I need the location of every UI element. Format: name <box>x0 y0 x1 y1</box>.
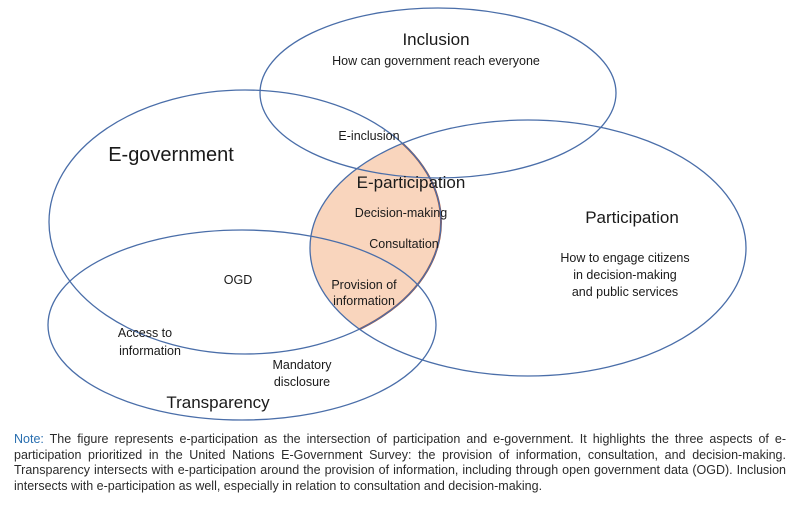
access-label-line-1: Access to <box>118 326 172 340</box>
access-label-line-2: information <box>119 344 181 358</box>
decision-making-label: Decision-making <box>355 206 447 220</box>
note-text: The figure represents e-participation as… <box>14 432 786 493</box>
participation-desc-line-2: in decision-making <box>573 268 677 282</box>
inclusion-subtitle: How can government reach everyone <box>332 54 540 68</box>
provision-label-line-2: information <box>333 294 395 308</box>
e-government-circle <box>48 89 442 355</box>
mandatory-label-line-2: disclosure <box>274 375 330 389</box>
e-inclusion-label: E-inclusion <box>338 129 399 143</box>
mandatory-label-line-1: Mandatory <box>272 358 332 372</box>
inclusion-title: Inclusion <box>402 30 469 49</box>
e-participation-label: E-participation <box>357 173 466 192</box>
transparency-circle <box>47 229 437 421</box>
participation-desc-line-3: and public services <box>572 285 678 299</box>
participation-circle <box>309 119 747 377</box>
consultation-label: Consultation <box>369 237 439 251</box>
venn-diagram: Inclusion How can government reach every… <box>47 7 747 421</box>
participation-desc-line-1: How to engage citizens <box>560 251 689 265</box>
figure-note: Note: The figure represents e-participat… <box>14 432 786 494</box>
participation-title: Participation <box>585 208 679 227</box>
note-label: Note: <box>14 432 44 446</box>
provision-label-line-1: Provision of <box>331 278 397 292</box>
ogd-label: OGD <box>224 273 252 287</box>
transparency-title: Transparency <box>166 393 270 412</box>
inclusion-circle <box>259 7 617 179</box>
e-government-title: E-government <box>108 144 234 166</box>
